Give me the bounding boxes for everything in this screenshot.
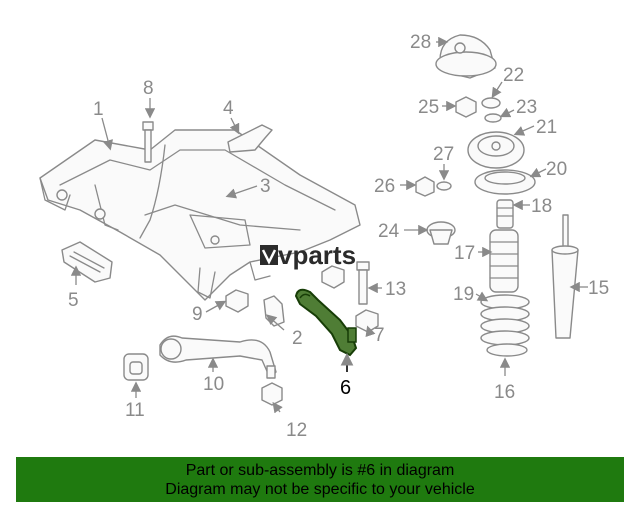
- callout-22: 22: [503, 65, 524, 86]
- callout-13: 13: [385, 279, 406, 300]
- nut-12-drawing: [261, 382, 283, 406]
- callout-26: 26: [374, 176, 395, 197]
- callout-3: 3: [260, 176, 271, 197]
- dust-boot-17-drawing: [489, 229, 519, 293]
- strut-mount-28-drawing: [435, 34, 497, 79]
- washer-23-drawing: [484, 113, 502, 123]
- callout-5: 5: [68, 290, 79, 311]
- callout-10: 10: [203, 374, 224, 395]
- washer-22-drawing: [481, 97, 501, 109]
- strut-15-drawing: [551, 214, 579, 339]
- spring-pad-16-drawing: [486, 343, 528, 357]
- banner-line-part-number: Part or sub-assembly is #6 in diagram: [185, 462, 455, 479]
- nut-25-drawing: [455, 96, 477, 118]
- bolt-8-drawing: [142, 121, 154, 163]
- callout-20: 20: [546, 159, 567, 180]
- control-arm-6-highlighted[interactable]: [294, 288, 358, 357]
- callout-17: 17: [454, 243, 475, 264]
- callout-28: 28: [410, 32, 431, 53]
- callout-6-highlighted: 6: [340, 377, 351, 399]
- bump-stop-18-drawing: [496, 199, 514, 229]
- exploded-parts-diagram: vparts 1 2 3 4 5 6 7 8 9 10 11 12 13 15 …: [39, 32, 609, 441]
- callouts: 1 2 3 4 5 6 7 8 9 10 11 12 13 15 16 17 1: [68, 32, 609, 441]
- callout-25: 25: [418, 97, 439, 118]
- support-bearing-21-drawing: [467, 131, 525, 169]
- mount-24-drawing: [426, 221, 456, 245]
- nut-26-drawing: [415, 176, 435, 197]
- spring-pad-20-drawing: [474, 169, 536, 195]
- banner-line-disclaimer: Diagram may not be specific to your vehi…: [165, 481, 475, 498]
- washer-27-drawing: [436, 181, 452, 191]
- heat-shield-4-drawing: [227, 124, 273, 153]
- callout-27: 27: [433, 144, 454, 165]
- callout-7: 7: [374, 325, 385, 346]
- nut-near-13-drawing: [321, 265, 345, 289]
- callout-2: 2: [292, 328, 303, 349]
- bushing-11-drawing: [123, 353, 149, 381]
- callout-21: 21: [536, 117, 557, 138]
- callout-12: 12: [286, 420, 307, 441]
- callout-9: 9: [192, 304, 203, 325]
- callout-15: 15: [588, 278, 609, 299]
- control-arm-10-drawing: [159, 335, 277, 379]
- callout-4: 4: [223, 98, 234, 119]
- callout-11: 11: [125, 400, 145, 421]
- tray-5-drawing: [61, 241, 113, 283]
- callout-23: 23: [516, 97, 537, 118]
- watermark-text: vparts: [278, 240, 356, 270]
- callout-8: 8: [143, 78, 154, 99]
- callout-24: 24: [378, 221, 400, 242]
- bolt-13-drawing: [356, 261, 370, 305]
- vparts-watermark: vparts: [260, 240, 356, 270]
- callout-19: 19: [453, 284, 474, 305]
- callout-1: 1: [93, 99, 104, 120]
- info-banner: Part or sub-assembly is #6 in diagram Di…: [16, 457, 624, 502]
- coil-spring-19-drawing: [480, 294, 530, 346]
- callout-16: 16: [494, 382, 515, 403]
- nut-9-drawing: [225, 289, 249, 313]
- subframe-drawing: [39, 129, 361, 301]
- callout-18: 18: [531, 196, 552, 217]
